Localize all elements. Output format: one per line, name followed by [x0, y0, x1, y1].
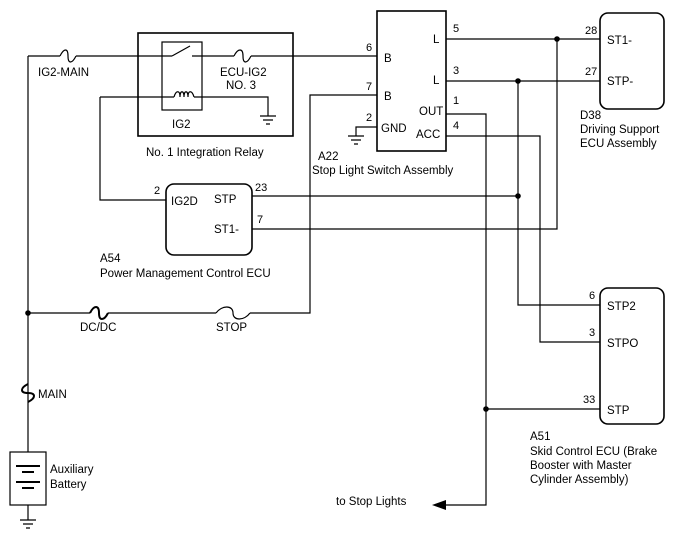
power-pin-7-label: ST1- — [214, 224, 239, 236]
switch-pin-1-label: OUT — [419, 106, 443, 118]
relay-name: No. 1 Integration Relay — [146, 147, 264, 159]
switch-pin-1: 1 — [453, 95, 459, 107]
switch-pin-5-label: L — [433, 34, 440, 46]
driving-support-ecu-box — [599, 12, 665, 110]
switch-pin-7-label: B — [384, 91, 392, 103]
stop-fuse-wire — [28, 94, 377, 314]
switch-pin-2-label: GND — [381, 123, 407, 135]
junction-dot — [515, 78, 521, 84]
battery-ground-icon — [20, 505, 36, 529]
power-pin-23-label: STP — [214, 194, 237, 206]
st1-down-wire — [252, 39, 558, 230]
skid-ecu-name-2: Booster with Master — [530, 460, 632, 472]
out-wire — [444, 113, 487, 506]
power-pin-2-label: IG2D — [171, 196, 198, 208]
switch-pin-4-label: ACC — [416, 129, 440, 141]
acc-stpo-wire — [446, 135, 600, 343]
power-ecu-code: A54 — [100, 253, 121, 265]
skid-pin-3: 3 — [589, 327, 595, 339]
driving-pin-27: 27 — [585, 66, 597, 78]
power-ecu-name: Power Management Control ECU — [100, 268, 271, 280]
driving-pin-28: 28 — [585, 25, 597, 37]
ecu-ig2-fuse-label-1: ECU-IG2 — [220, 67, 267, 79]
skid-ecu-name-1: Skid Control ECU (Brake — [530, 446, 657, 458]
skid-ecu-code: A51 — [530, 431, 550, 443]
driving-ecu-code: D38 — [580, 110, 601, 122]
skid-pin-3-label: STPO — [607, 338, 638, 350]
driving-pin-27-label: STP- — [607, 76, 633, 88]
driving-ecu-name-1: Driving Support — [580, 124, 660, 136]
skid-ecu-name-3: Cylinder Assembly) — [530, 474, 629, 486]
switch-gnd-wire — [355, 126, 377, 136]
junction-dot — [25, 310, 31, 316]
battery-icon — [9, 451, 47, 506]
relay-ground-icon — [260, 115, 276, 125]
skid-pin-33: 33 — [583, 394, 595, 406]
battery-label-2: Battery — [50, 479, 87, 491]
stp2-wire — [517, 81, 600, 306]
relay-coil-wire — [100, 96, 269, 116]
switch-pin-4: 4 — [453, 120, 459, 132]
relay-contact-wire — [162, 45, 377, 57]
relay-inner-box — [161, 41, 203, 111]
ecu-ig2-fuse-icon — [233, 49, 252, 63]
stop-fuse-icon — [215, 306, 251, 320]
ig2-main-fuse-icon — [59, 49, 77, 63]
stop-lights-arrow — [432, 500, 446, 510]
switch-pin-5: 5 — [453, 23, 459, 35]
ecu-ig2-fuse-label-2: NO. 3 — [226, 80, 256, 92]
power-pin-2: 2 — [154, 185, 160, 197]
skid-pin-6: 6 — [589, 290, 595, 302]
stop-light-switch-box — [376, 10, 447, 152]
ig2d-wire — [99, 97, 166, 201]
switch-pin-2: 2 — [366, 112, 372, 124]
power-pin-7: 7 — [257, 214, 263, 226]
switch-pin-7: 7 — [366, 81, 372, 93]
junction-dot — [515, 193, 521, 199]
driving-pin-28-label: ST1- — [607, 35, 632, 47]
switch-code: A22 — [318, 151, 338, 163]
power-pin-23: 23 — [255, 182, 267, 194]
switch-pin-3-label: L — [433, 75, 440, 87]
switch-pin-6-label: B — [384, 53, 392, 65]
skid-pin-6-label: STP2 — [607, 301, 636, 313]
stop-fuse-label: STOP — [216, 322, 247, 334]
switch-name: Stop Light Switch Assembly — [312, 165, 454, 177]
dcdc-fuse-icon — [89, 306, 109, 320]
main-fuse-label: MAIN — [38, 389, 67, 401]
driving-ecu-name-2: ECU Assembly — [580, 138, 657, 150]
battery-label-1: Auxiliary — [50, 464, 94, 476]
switch-ground-icon — [348, 135, 364, 145]
main-fuse-icon — [21, 383, 35, 403]
to-stop-lights-label: to Stop Lights — [336, 496, 407, 508]
battery-cells-icon — [16, 465, 40, 489]
junction-dot — [554, 36, 560, 42]
relay-coil-label: IG2 — [172, 119, 191, 131]
dcdc-fuse-label: DC/DC — [80, 322, 116, 334]
relay-coil-icon — [173, 91, 195, 98]
switch-pin-3: 3 — [453, 65, 459, 77]
skid-control-ecu-box — [599, 287, 665, 425]
ig2-main-fuse-label: IG2-MAIN — [38, 67, 89, 79]
skid-pin-33-label: STP — [607, 405, 630, 417]
power-management-ecu-box — [165, 183, 253, 256]
switch-pin-6: 6 — [366, 42, 372, 54]
junction-dot — [483, 406, 489, 412]
